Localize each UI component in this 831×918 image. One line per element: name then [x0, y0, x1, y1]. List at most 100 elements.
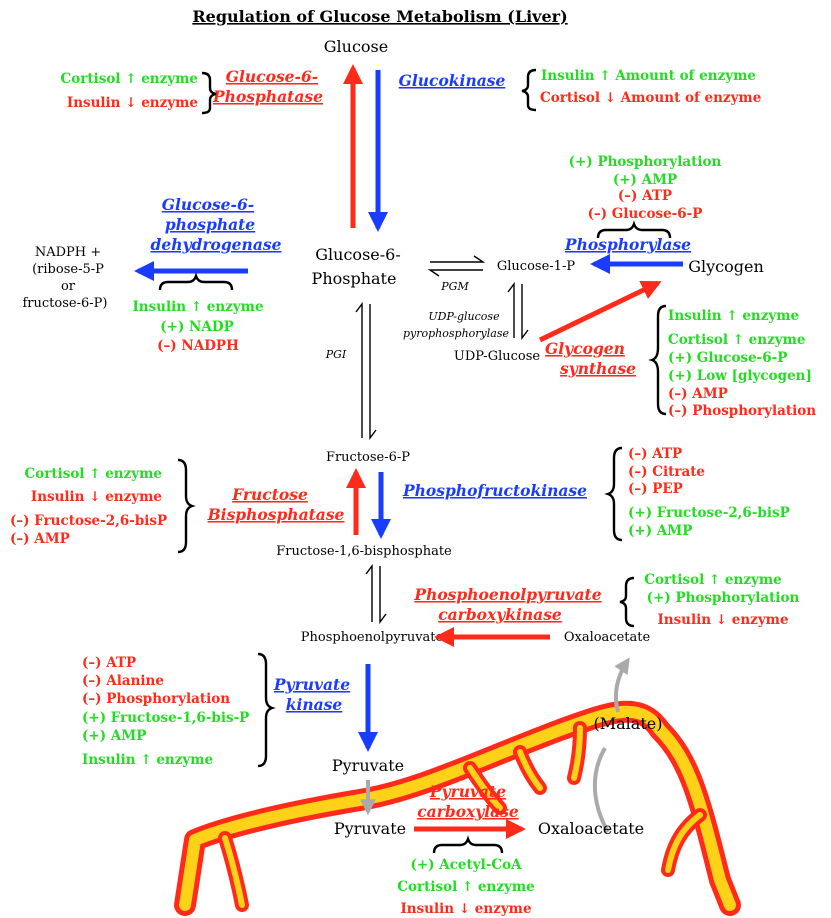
regulator: Insulin ↑ Amount of enzyme	[541, 68, 756, 84]
pepck-brace	[619, 576, 635, 628]
regulator: Cortisol ↓ Amount of enzyme	[540, 90, 761, 106]
glucose-label: Glucose	[324, 37, 388, 56]
glycogen-label: Glycogen	[688, 257, 764, 276]
regulator: Insulin ↑ enzyme	[82, 752, 213, 768]
fbpase-label-line2: Bisphosphatase	[207, 505, 345, 524]
regulator: (–) ATP	[82, 655, 136, 671]
regulator: (+) Fructose-2,6-bisP	[628, 505, 790, 521]
glucokinase-label: Glucokinase	[399, 71, 506, 90]
g6pdh-label-line3: dehydrogenase	[151, 235, 282, 254]
pk-label-line2: kinase	[286, 695, 343, 714]
nadph-products: NADPH + (ribose-5-P or fructose-6-P)	[23, 245, 108, 311]
regulator: (–) Phosphorylation	[82, 691, 230, 707]
g6pase-regulators: Cortisol ↑ enzyme Insulin ↓ enzyme	[61, 71, 198, 111]
pk-label-line1: Pyruvate	[273, 675, 350, 694]
fbpase-brace	[177, 458, 196, 554]
regulator: Cortisol ↑ enzyme	[61, 71, 198, 87]
pepck-regulators: Cortisol ↑ enzyme (+) Phosphorylation In…	[644, 572, 799, 628]
pc-brace	[432, 835, 504, 854]
udp-ppase-label-line1: UDP-glucose	[428, 310, 500, 323]
pgi-label: PGI	[325, 348, 347, 361]
regulator: (+) AMP	[613, 172, 677, 188]
regulator: Cortisol ↑ enzyme	[668, 332, 805, 348]
regulator: Insulin ↓ enzyme	[67, 95, 198, 111]
fbpase-regulators: Cortisol ↑ enzyme Insulin ↓ enzyme (–) F…	[10, 466, 167, 547]
nadph-line1: NADPH +	[35, 245, 101, 260]
regulator: (–) ATP	[618, 188, 672, 204]
malate-export-arrow-lower	[592, 746, 610, 833]
regulator: Insulin ↑ enzyme	[668, 308, 799, 324]
udp-ppase-equilibrium-arrows	[507, 281, 529, 341]
regulator: Insulin ↓ enzyme	[657, 612, 788, 628]
regulator: Insulin ↑ enzyme	[132, 299, 263, 315]
pfk-label: Phosphofructokinase	[402, 481, 587, 500]
regulator: (–) Phosphorylation	[668, 403, 816, 419]
regulator: (+) Low [glycogen]	[668, 368, 812, 384]
glycogen-synthase-arrow	[538, 280, 662, 343]
regulator: (+) Phosphorylation	[647, 590, 800, 606]
regulator: (–) Alanine	[82, 673, 164, 689]
glucokinase-regulators: Insulin ↑ Amount of enzyme Cortisol ↓ Am…	[540, 68, 761, 106]
pfk-regulators: (–) ATP (–) Citrate (–) PEP (+) Fructose…	[628, 446, 790, 539]
nadph-line3: or	[61, 279, 76, 294]
regulator: Cortisol ↑ enzyme	[25, 466, 162, 482]
phosphorylase-regulators: (+) Phosphorylation (+) AMP (–) ATP (–) …	[569, 154, 722, 222]
regulator: (+) Phosphorylation	[569, 154, 722, 170]
pepck-label-line2: carboxykinase	[438, 605, 562, 624]
g6pase-brace	[201, 71, 217, 115]
pc-label-line1: Pyruvate	[429, 782, 506, 801]
regulator: (+) AMP	[628, 523, 692, 539]
glycogen-synthase-label-line1: Glycogen	[545, 339, 625, 358]
diagram-title: Regulation of Glucose Metabolism (Liver)	[192, 7, 567, 26]
g6pase-label-line2: Phosphatase	[212, 87, 323, 106]
regulator: (–) AMP	[10, 531, 70, 547]
g6p-label-line2: Phosphate	[312, 269, 397, 288]
regulator: Insulin ↓ enzyme	[31, 489, 162, 505]
regulator: (–) PEP	[628, 481, 683, 497]
regulator: (–) Glucose-6-P	[588, 206, 703, 222]
oxaloacetate-cytosol-label: Oxaloacetate	[564, 630, 651, 645]
malate-label: (Malate)	[594, 714, 663, 733]
regulator: (+) NADP	[160, 319, 233, 335]
glycogen-synthase-label-line2: synthase	[560, 359, 636, 378]
pep-label: Phosphoenolpyruvate	[301, 630, 444, 645]
regulator: (+) Glucose-6-P	[668, 350, 787, 366]
pyruvate-mito-label: Pyruvate	[334, 819, 406, 838]
nadph-line2: (ribose-5-P	[32, 262, 104, 277]
phosphorylase-brace	[596, 220, 672, 239]
glycogen-synthase-brace	[648, 304, 667, 416]
g6pdh-label-line2: phosphate	[165, 215, 255, 234]
regulator: (+) Fructose-1,6-bis-P	[82, 710, 249, 726]
lower-glycolysis-equilibrium-arrows	[365, 563, 387, 625]
udp-ppase-label-line2: pyrophosphorylase	[403, 327, 509, 340]
pfk-brace	[604, 446, 623, 542]
udp-glucose-label: UDP-Glucose	[454, 349, 541, 364]
regulator: (+) Acetyl-CoA	[410, 857, 522, 873]
mitochondrion-membrane	[174, 700, 741, 916]
g1p-label: Glucose-1-P	[497, 259, 575, 274]
pgi-equilibrium-arrows	[355, 301, 377, 441]
nadph-line4: fructose-6-P)	[23, 296, 108, 311]
phosphorylase-label: Phosphorylase	[564, 235, 691, 254]
regulator: (–) NADPH	[157, 338, 239, 354]
pk-regulators: (–) ATP (–) Alanine (–) Phosphorylation …	[82, 655, 249, 768]
g6pdh-brace	[158, 272, 234, 291]
oxaloacetate-mito-label: Oxaloacetate	[538, 819, 644, 838]
pgm-equilibrium-arrows	[427, 255, 486, 277]
regulator: (+) AMP	[82, 728, 146, 744]
regulator: Insulin ↓ enzyme	[400, 901, 531, 917]
f16bp-label: Fructose-1,6-bisphosphate	[276, 544, 452, 559]
pc-regulators: (+) Acetyl-CoA Cortisol ↑ enzyme Insulin…	[397, 857, 534, 917]
regulator: (–) ATP	[628, 446, 682, 462]
pyruvate-cytosol-label: Pyruvate	[332, 756, 404, 775]
glucokinase-brace	[521, 68, 537, 112]
regulator: Cortisol ↑ enzyme	[397, 879, 534, 895]
pc-label-line2: carboxylase	[417, 802, 519, 821]
regulator: Cortisol ↑ enzyme	[644, 572, 781, 588]
g6pase-label-line1: Glucose-6-	[226, 67, 318, 86]
regulator: (–) AMP	[668, 386, 728, 402]
malate-export-arrow-upper	[613, 657, 630, 713]
glycogen-synthase-regulators: Insulin ↑ enzyme Cortisol ↑ enzyme (+) G…	[668, 308, 816, 419]
g6pdh-regulators: Insulin ↑ enzyme (+) NADP (–) NADPH	[132, 299, 263, 354]
